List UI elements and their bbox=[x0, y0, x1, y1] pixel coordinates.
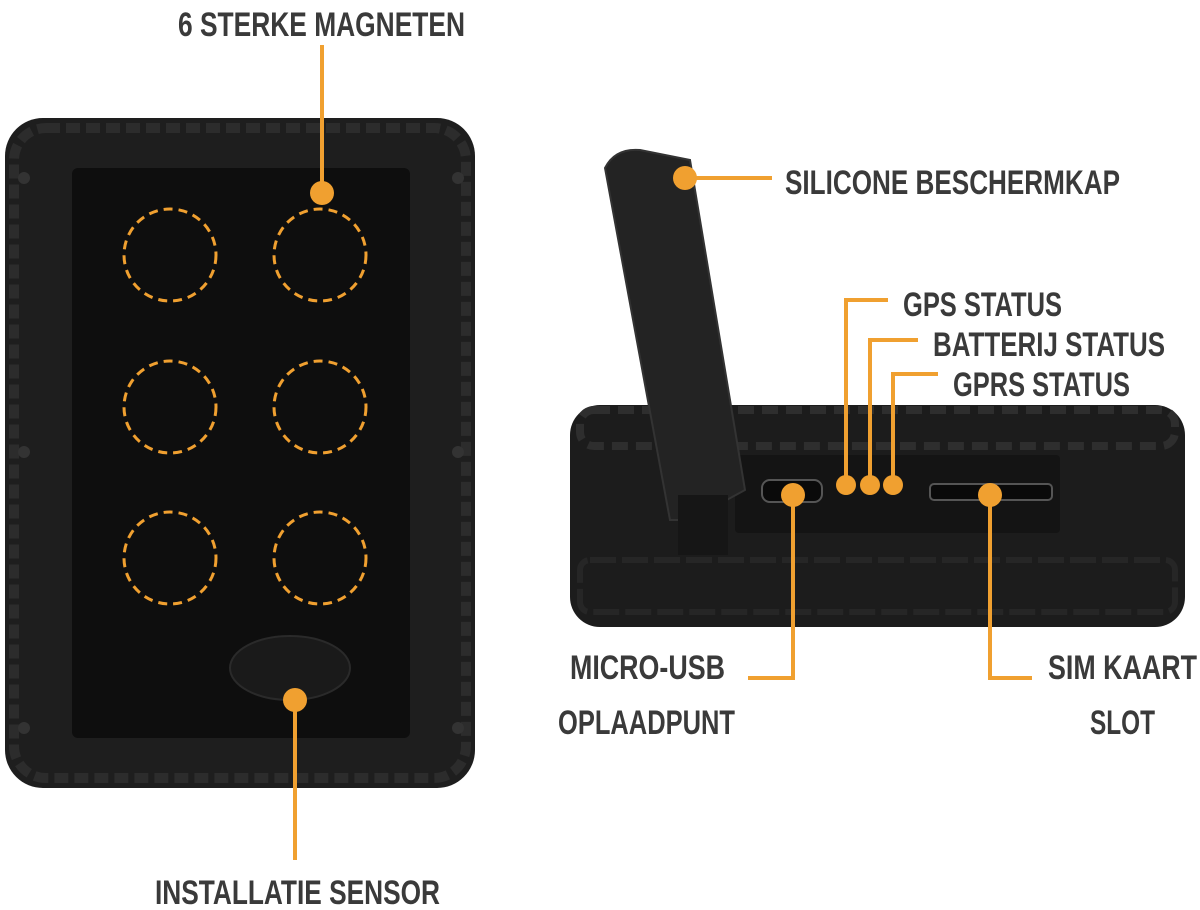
magnet-marker bbox=[272, 510, 368, 606]
port-panel bbox=[735, 455, 1060, 533]
label-magnets: 6 STERKE MAGNETEN bbox=[178, 6, 465, 44]
label-silicone-cap: SILICONE BESCHERMKAP bbox=[785, 164, 1120, 202]
magnet-markers bbox=[122, 207, 368, 606]
label-gps-status: GPS STATUS bbox=[903, 286, 1062, 324]
magnet-marker bbox=[272, 207, 368, 303]
tracker-back-view bbox=[5, 118, 475, 788]
magnet-marker bbox=[272, 359, 368, 455]
label-slot: SLOT bbox=[1090, 704, 1155, 742]
callout-leaders bbox=[283, 45, 1032, 860]
label-micro-usb: MICRO-USB bbox=[570, 649, 725, 687]
label-battery-status: BATTERIJ STATUS bbox=[933, 326, 1165, 364]
label-installation-sensor: INSTALLATIE SENSOR bbox=[155, 874, 440, 910]
label-sim-card: SIM KAART bbox=[1048, 649, 1197, 687]
label-gprs-status: GPRS STATUS bbox=[953, 366, 1130, 404]
label-charging-port: OPLAADPUNT bbox=[558, 704, 735, 742]
magnet-marker bbox=[122, 207, 218, 303]
magnet-marker bbox=[122, 510, 218, 606]
magnet-marker bbox=[122, 359, 218, 455]
tracker-side-view bbox=[570, 148, 1185, 627]
